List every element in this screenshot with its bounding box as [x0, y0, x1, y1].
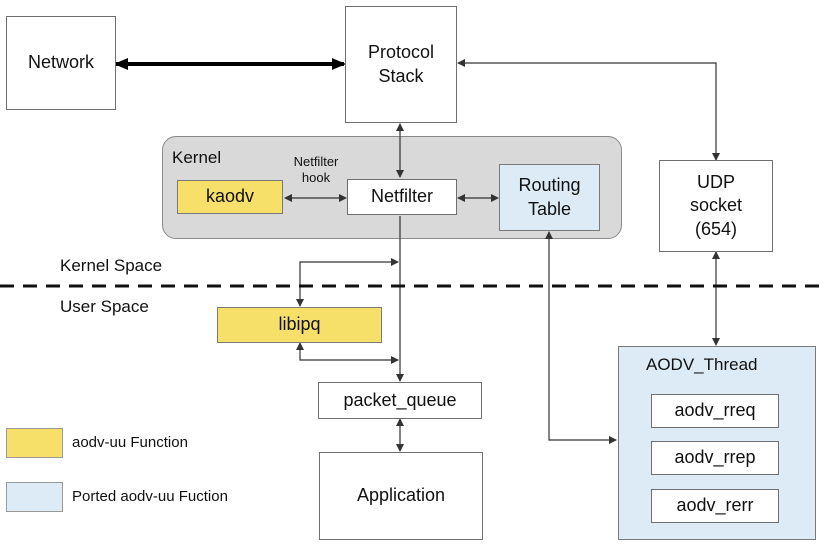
aodv-rrep-label: aodv_rrep — [674, 447, 756, 468]
routing-table-node: Routing Table — [499, 164, 600, 231]
network-label: Network — [27, 52, 94, 73]
aodv-rerr-label: aodv_rerr — [676, 495, 754, 516]
kaodv-node: kaodv — [177, 180, 283, 214]
packet-queue-node: packet_queue — [318, 382, 482, 419]
network-node: Network — [6, 16, 116, 110]
libipq-lower-link — [296, 342, 399, 364]
protocol-stack-node: Protocol Stack — [345, 6, 457, 123]
packet-queue-label: packet_queue — [343, 389, 457, 410]
user-space-label: User Space — [60, 297, 149, 316]
protocol-stack-label: Protocol Stack — [367, 42, 435, 86]
netfilter-node: Netfilter — [347, 179, 457, 215]
netfilter-label: Netfilter — [370, 186, 433, 207]
kernel-space-label: Kernel Space — [60, 256, 163, 275]
legend-blue-swatch — [6, 482, 63, 512]
application-label: Application — [356, 485, 446, 506]
udp-socket-label: UDP socket (654) — [689, 171, 743, 239]
stack-udp-link — [457, 59, 720, 161]
libipq-upper-link — [296, 258, 399, 307]
legend-blue-label: Ported aodv-uu Fuction — [72, 488, 228, 505]
aodv-rerr-node: aodv_rerr — [651, 489, 779, 523]
netfilter-hook-label: Netfilter hook — [293, 154, 339, 186]
legend-yellow-label: aodv-uu Function — [72, 434, 188, 451]
routing-aodv-link — [545, 231, 617, 444]
aodv-rreq-label: aodv_rreq — [674, 400, 756, 421]
aodv-rrep-node: aodv_rrep — [651, 441, 779, 475]
application-node: Application — [319, 452, 483, 540]
kernel-label: Kernel — [172, 148, 222, 167]
libipq-label: libipq — [278, 314, 321, 335]
aodv-thread-label: AODV_Thread — [646, 355, 758, 374]
udp-socket-node: UDP socket (654) — [659, 160, 773, 252]
kaodv-label: kaodv — [205, 186, 255, 207]
libipq-node: libipq — [217, 307, 382, 343]
routing-table-label: Routing Table — [518, 175, 581, 219]
aodv-rreq-node: aodv_rreq — [651, 394, 779, 428]
legend-yellow-swatch — [6, 428, 63, 458]
